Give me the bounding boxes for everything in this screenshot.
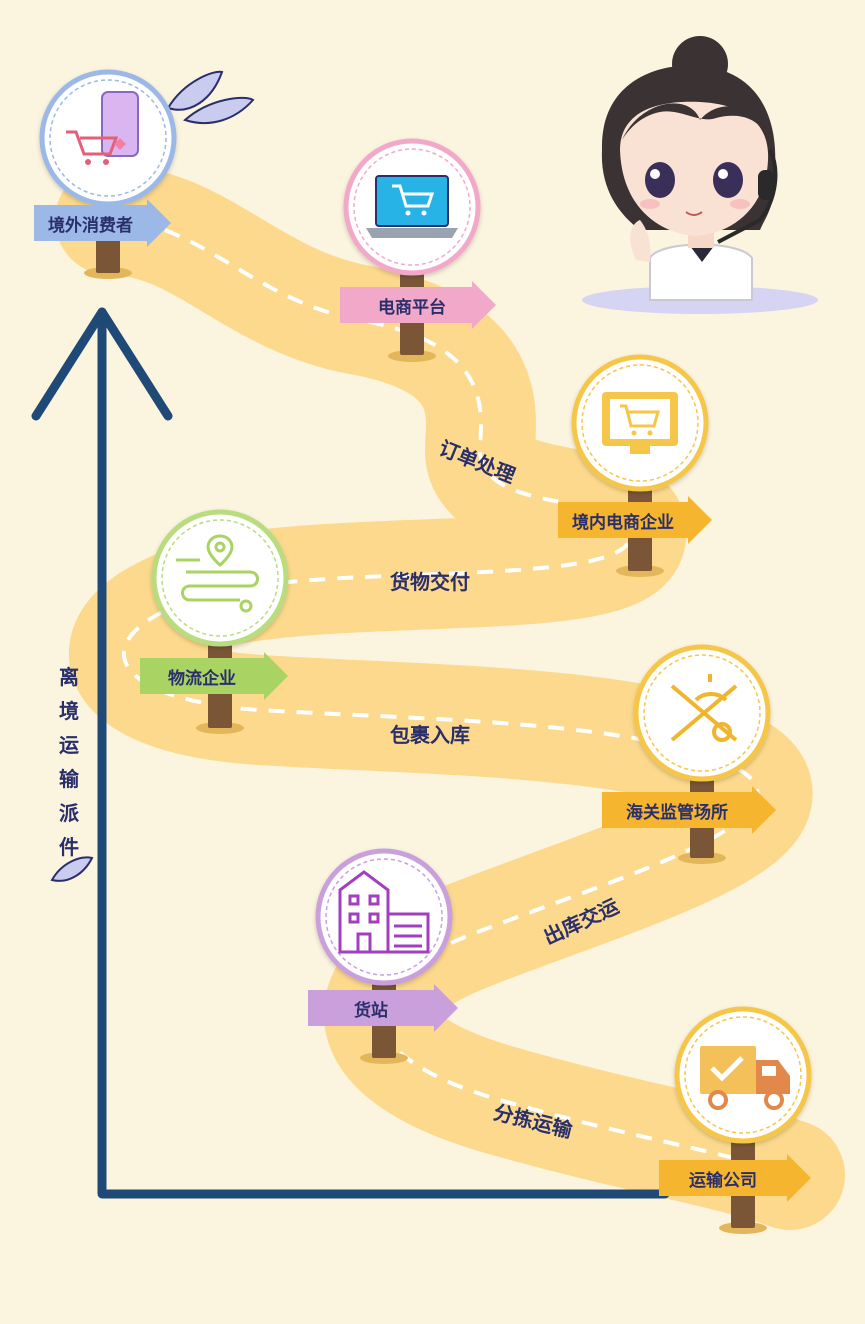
label-consumer: 境外消费者 (34, 199, 171, 247)
leaf-decoration (166, 70, 255, 125)
side-title-char: 输 (59, 767, 79, 791)
node-logistics (151, 509, 289, 647)
label-station-text: 货站 (308, 990, 434, 1026)
label-platform-text: 电商平台 (340, 287, 472, 323)
label-transport: 运输公司 (659, 1154, 811, 1202)
customer-service-avatar (582, 36, 818, 314)
label-platform: 电商平台 (340, 281, 496, 329)
step-warehouse: 包裹入库 (390, 723, 470, 747)
laptop-cart-icon (366, 175, 458, 238)
label-customs-text: 海关监管场所 (602, 792, 752, 828)
label-transport-text: 运输公司 (659, 1160, 787, 1196)
label-consumer-text: 境外消费者 (34, 205, 147, 241)
step-delivery: 货物交付 (390, 570, 470, 594)
side-title-char: 件 (59, 835, 79, 859)
label-station: 货站 (308, 984, 458, 1032)
route-map-icon (176, 534, 259, 613)
side-title-char: 运 (59, 733, 79, 757)
arrow-tip (752, 786, 776, 834)
return-arrow (31, 307, 670, 1199)
side-title-char: 离 (59, 665, 79, 689)
arrow-tip (472, 281, 496, 329)
side-title-char: 境 (59, 699, 79, 723)
label-domestic: 境内电商企业 (558, 496, 712, 544)
label-customs: 海关监管场所 (602, 786, 776, 834)
arrow-tip (264, 652, 288, 700)
building-icon (338, 870, 430, 954)
customs-emblem-icon (670, 674, 738, 742)
side-title-char: 派 (59, 801, 79, 825)
monitor-cart-icon (602, 392, 678, 454)
side-title: 离 境 运 输 派 件 (54, 660, 84, 864)
arrow-tip (688, 496, 712, 544)
label-logistics-text: 物流企业 (140, 658, 264, 694)
phone-cart-icon (66, 91, 139, 165)
node-station (315, 848, 453, 986)
leaf-decoration (50, 856, 94, 882)
arrow-tip (434, 984, 458, 1032)
label-logistics: 物流企业 (140, 652, 288, 700)
arrow-tip (147, 199, 171, 247)
arrow-tip (787, 1154, 811, 1202)
truck-icon (700, 1046, 790, 1110)
label-domestic-text: 境内电商企业 (558, 502, 688, 538)
